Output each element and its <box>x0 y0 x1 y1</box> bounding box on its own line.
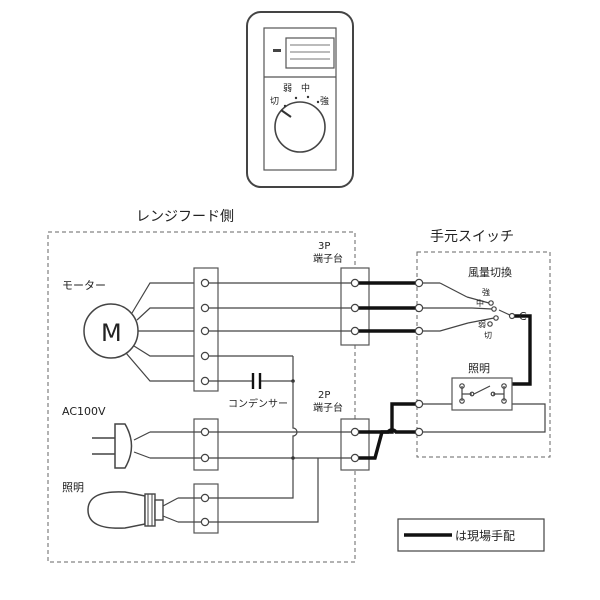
switch-weak-label: 弱 <box>478 320 486 329</box>
airflow-switch-label: 風量切換 <box>468 266 512 279</box>
left-terminal-circles <box>200 278 210 527</box>
hand-switch-enclosure <box>416 251 551 458</box>
dial-label-weak: 弱 <box>283 83 292 94</box>
lighting-switch-label: 照明 <box>468 362 490 375</box>
hand-switch-title: 手元スイッチ <box>430 229 514 245</box>
motor-m: M <box>101 319 122 347</box>
ac-plug-icon <box>92 423 151 469</box>
dial-label-off: 切 <box>270 96 279 107</box>
dial-knob <box>274 101 326 153</box>
switch-mid-label: 中 <box>476 298 484 308</box>
lamp-terminal-block <box>193 483 219 534</box>
terminal-3p-label-1: 3P <box>318 241 330 252</box>
terminal-block-2p <box>340 418 370 471</box>
legend-text: は現場手配 <box>455 529 515 543</box>
power-terminal-block <box>193 418 219 471</box>
terminal-3p-2p-circles <box>350 278 360 463</box>
switch-strong-label: 強 <box>482 287 490 297</box>
range-hood-enclosure <box>47 231 356 563</box>
dial-label-strong: 強 <box>320 95 329 107</box>
hand-switch-terminal-circles <box>414 278 424 437</box>
range-hood-side-title: レンジフード側 <box>136 209 234 225</box>
lamp-bulb-icon <box>87 491 164 529</box>
lamp-label: 照明 <box>62 481 84 494</box>
capacitor-label: コンデンサー <box>228 397 288 410</box>
motor-label: モーター <box>62 279 106 292</box>
switch-plate-illustration: 切 弱 中 強 <box>246 11 354 188</box>
terminal-3p-label-2: 端子台 <box>313 252 343 265</box>
terminal-2p-label-1: 2P <box>318 390 330 401</box>
ac100v-label: AC100V <box>62 405 106 418</box>
terminal-2p-label-2: 端子台 <box>313 401 343 414</box>
common-label: C <box>519 310 527 323</box>
dial-label-mid: 中 <box>301 82 310 94</box>
switch-off-label: 切 <box>484 331 492 340</box>
